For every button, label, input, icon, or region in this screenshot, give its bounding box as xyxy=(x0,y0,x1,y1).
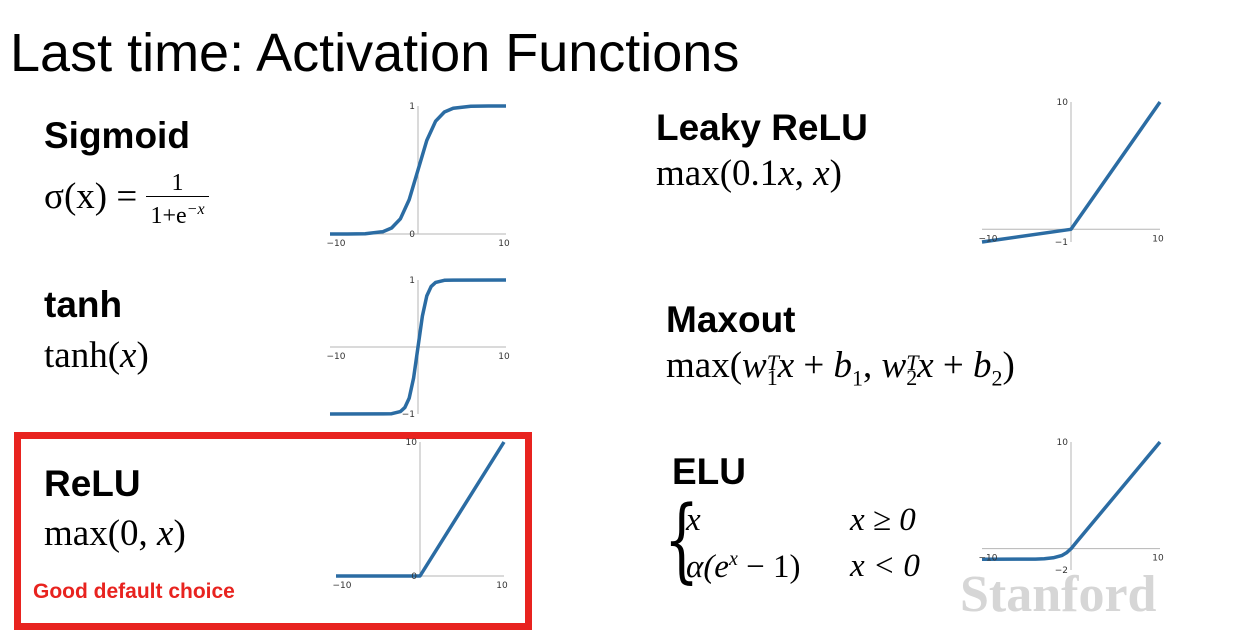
elu-brace: { xyxy=(664,486,700,593)
leaky-close: ) xyxy=(829,153,842,194)
sigmoid-lhs: σ(x) = xyxy=(44,175,138,217)
elu-curve xyxy=(981,440,1162,562)
leaky-relu-plot: −10 10 10 −1 xyxy=(979,98,1164,248)
tanh-tick-xmax: 10 xyxy=(498,352,510,362)
stanford-watermark: Stanford xyxy=(960,566,1157,623)
tanh-tick-ymin: −1 xyxy=(402,410,415,420)
sigmoid-tick-xmin: −10 xyxy=(327,239,346,249)
elu-case1-expr: x xyxy=(686,502,701,538)
leaky-relu-tick-ymax: 10 xyxy=(1057,98,1069,108)
leaky-relu-tick-ymin: −1 xyxy=(1055,238,1068,248)
leaky-var2: x xyxy=(813,153,830,194)
relu-plot: −10 10 10 0 xyxy=(333,438,508,591)
relu-var: x xyxy=(157,513,174,554)
tanh-formula: tanh(x) xyxy=(44,334,149,378)
tanh-fn: tanh( xyxy=(44,335,121,376)
relu-tick-ymin: 0 xyxy=(411,572,417,582)
relu-note: Good default choice xyxy=(33,580,235,603)
slide-title: Last time: Activation Functions xyxy=(10,23,740,83)
elu-case2-exp: x xyxy=(728,548,738,570)
leaky-relu-formula: max(0.1x, x) xyxy=(656,152,842,196)
elu-tick-ymax: 10 xyxy=(1057,438,1069,448)
leaky-relu-tick-xmin: −10 xyxy=(979,234,998,244)
relu-tick-xmin: −10 xyxy=(333,581,352,591)
elu-plot: −10 10 10 −2 xyxy=(979,438,1164,576)
sigmoid-numerator: 1 xyxy=(146,170,209,197)
maxout-label: Maxout xyxy=(666,299,796,340)
relu-highlight-box xyxy=(14,432,532,630)
relu-formula: max(0, x) xyxy=(44,512,186,556)
sigmoid-fraction: 1 1+e−x xyxy=(146,170,209,229)
leaky-mid: , xyxy=(794,153,814,194)
sigmoid-label: Sigmoid xyxy=(44,115,190,156)
elu-tick-xmin: −10 xyxy=(979,554,998,564)
relu-tick-xmax: 10 xyxy=(496,581,508,591)
sigmoid-den-exp: −x xyxy=(186,201,205,218)
sigmoid-den-base: 1+e xyxy=(150,203,187,229)
relu-label: ReLU xyxy=(44,463,141,504)
elu-case2-a: α(e xyxy=(686,549,729,585)
relu-close: ) xyxy=(173,513,186,554)
relu-curve xyxy=(336,441,506,578)
leaky-var1: x xyxy=(778,153,795,194)
tanh-plot: −10 10 1 −1 xyxy=(327,276,510,420)
sigmoid-tick-ymin: 0 xyxy=(409,230,415,240)
sigmoid-tick-ymax: 1 xyxy=(409,102,415,112)
tanh-tick-ymax: 1 xyxy=(409,276,415,286)
elu-case2-b: − 1) xyxy=(737,549,801,585)
elu-case2-expr: α(ex − 1) xyxy=(686,548,800,586)
sigmoid-formula: σ(x) = 1 1+e−x xyxy=(44,170,209,229)
tanh-var: x xyxy=(120,335,137,376)
leaky-fn: max(0.1 xyxy=(656,153,779,194)
sigmoid-curve xyxy=(330,104,506,236)
sigmoid-tick-xmax: 10 xyxy=(498,239,510,249)
elu-tick-xmax: 10 xyxy=(1152,554,1164,564)
sigmoid-denominator: 1+e−x xyxy=(146,197,208,229)
elu-tick-ymin: −2 xyxy=(1055,566,1068,576)
leaky-relu-label: Leaky ReLU xyxy=(656,107,868,148)
tanh-close: ) xyxy=(136,335,149,376)
elu-label: ELU xyxy=(672,451,746,492)
elu-formula: { x x ≥ 0 α(ex − 1) x < 0 xyxy=(664,494,964,590)
leaky-relu-tick-xmax: 10 xyxy=(1152,234,1164,244)
elu-case1-cond: x ≥ 0 xyxy=(850,502,916,538)
relu-tick-ymax: 10 xyxy=(406,438,418,448)
relu-fn: max(0, xyxy=(44,513,158,554)
leaky-relu-curve xyxy=(981,100,1162,244)
tanh-curve xyxy=(329,278,507,416)
tanh-label: tanh xyxy=(44,284,123,325)
elu-case2-cond: x < 0 xyxy=(850,548,920,584)
tanh-tick-xmin: −10 xyxy=(327,352,346,362)
